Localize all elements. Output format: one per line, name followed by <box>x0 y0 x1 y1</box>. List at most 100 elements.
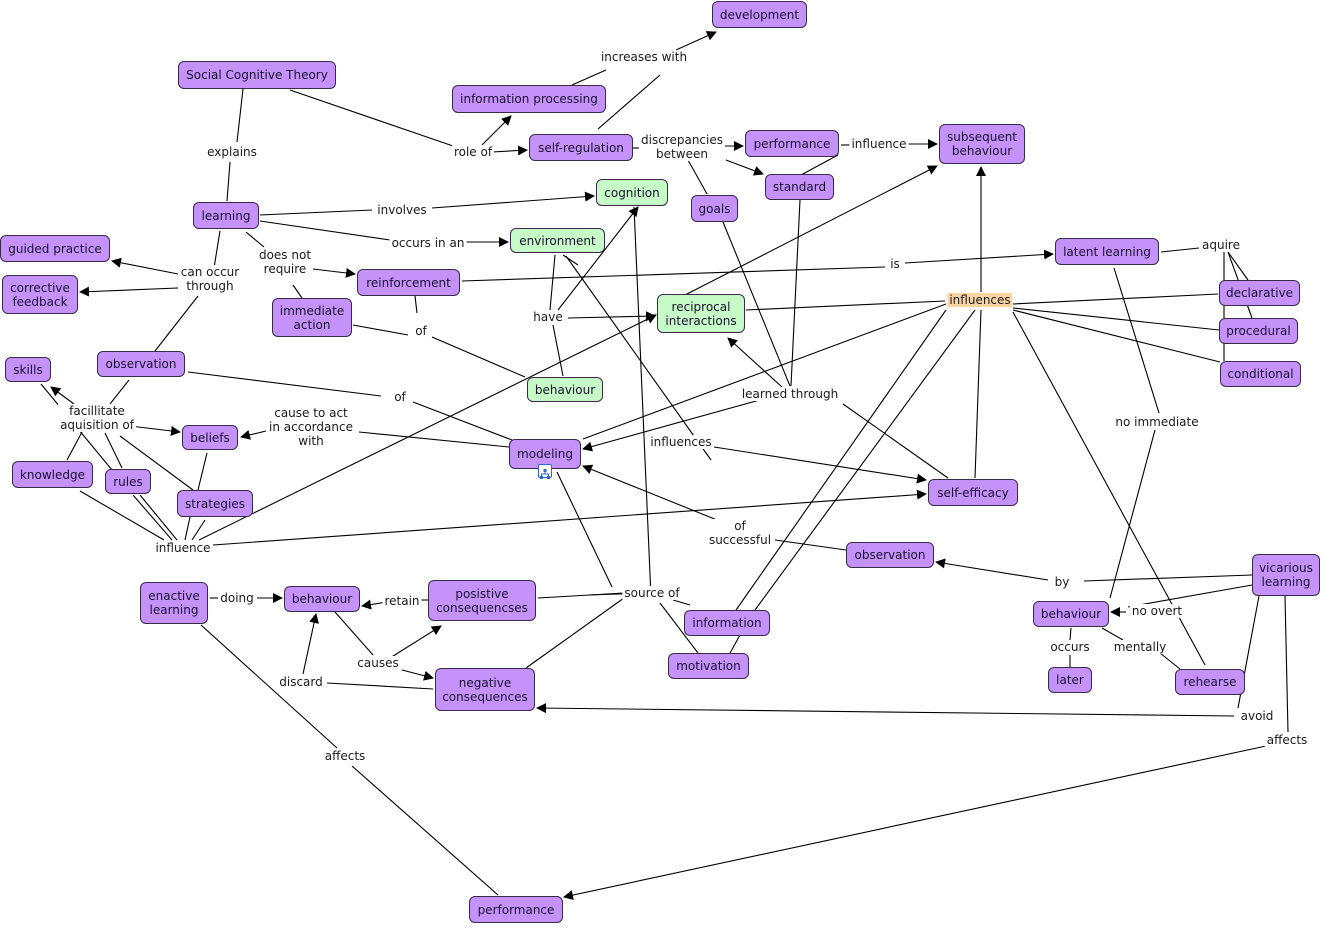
concept-beliefs[interactable]: beliefs <box>182 425 238 450</box>
link-label-discrepancies-between[interactable]: discrepancies between <box>639 133 725 161</box>
link-label-influence-top[interactable]: influence <box>849 137 909 151</box>
link-label-increases-with[interactable]: increases with <box>598 50 690 64</box>
concept-learning[interactable]: learning <box>193 202 259 229</box>
link-label-of-obs[interactable]: of <box>392 390 408 404</box>
edge-arrow <box>431 191 595 209</box>
concept-enactive-learning[interactable]: enactive learning <box>140 582 208 624</box>
edge-line <box>292 284 303 299</box>
link-label-by[interactable]: by <box>1052 575 1072 589</box>
link-label-affects-right[interactable]: affects <box>1264 733 1310 747</box>
edge-line <box>729 634 741 654</box>
concept-development[interactable]: development <box>712 1 807 28</box>
link-label-is[interactable]: is <box>888 257 902 271</box>
concept-environment[interactable]: environment <box>510 228 605 253</box>
link-label-cause-to-act[interactable]: cause to act in accordance with <box>267 406 355 448</box>
edge-arrow <box>582 464 718 521</box>
edge-arrow <box>50 386 75 405</box>
concept-self-regulation[interactable]: self-regulation <box>529 134 633 161</box>
edge-line <box>1109 429 1156 599</box>
concept-declarative[interactable]: declarative <box>1219 280 1300 306</box>
concept-strategies[interactable]: strategies <box>177 490 253 517</box>
edge-line <box>187 371 382 397</box>
concept-performance-bottom[interactable]: performance <box>469 896 563 923</box>
concept-skills[interactable]: skills <box>5 357 51 382</box>
concept-cognition[interactable]: cognition <box>596 179 668 206</box>
edge-line <box>556 471 613 588</box>
concept-later[interactable]: later <box>1048 667 1092 693</box>
edge-line <box>259 209 373 216</box>
concept-guided-practice[interactable]: guided practice <box>0 235 110 262</box>
link-label-does-not-require[interactable]: does not require <box>256 248 314 276</box>
concept-rules[interactable]: rules <box>105 469 151 494</box>
link-label-causes[interactable]: causes <box>355 656 401 670</box>
concept-subsequent-behaviour[interactable]: subsequent behaviour <box>939 124 1025 164</box>
concept-behaviour-mid[interactable]: behaviour <box>284 586 360 612</box>
concept-reinforcement[interactable]: reinforcement <box>357 269 460 296</box>
concept-self-efficacy[interactable]: self-efficacy <box>928 479 1018 506</box>
edge-line <box>974 309 982 479</box>
link-label-affects-left[interactable]: affects <box>322 749 368 763</box>
link-label-retain[interactable]: retain <box>382 594 422 608</box>
link-label-doing[interactable]: doing <box>218 591 256 605</box>
link-label-occurs[interactable]: occurs <box>1048 640 1092 654</box>
link-label-of-successful[interactable]: of successful <box>706 519 774 547</box>
concept-positive-consequences[interactable]: posistive consequencses <box>428 580 536 621</box>
concept-standard[interactable]: standard <box>765 174 834 200</box>
link-label-facilitate[interactable]: facillitate aquisition of <box>58 404 136 432</box>
link-label-no-immediate[interactable]: no immediate <box>1113 415 1201 429</box>
concept-info-processing[interactable]: information processing <box>452 85 606 113</box>
edge-line <box>1012 309 1221 363</box>
concept-conditional[interactable]: conditional <box>1220 361 1301 387</box>
link-label-avoid[interactable]: avoid <box>1238 709 1276 723</box>
edge-line <box>351 765 499 896</box>
concept-goals[interactable]: goals <box>691 195 738 222</box>
edge-arrow <box>904 249 1054 264</box>
edge-line <box>633 206 652 598</box>
concept-behaviour-green[interactable]: behaviour <box>527 377 603 402</box>
concept-negative-consequences[interactable]: negative consequences <box>435 668 535 711</box>
link-label-source-of[interactable]: source of <box>622 586 682 600</box>
edge-line <box>412 401 513 441</box>
link-label-learned-through[interactable]: learned through <box>739 387 841 401</box>
edge-line <box>197 452 208 491</box>
concept-immediate-action[interactable]: immediate action <box>272 298 352 337</box>
concept-vicarious-learning[interactable]: vicarious learning <box>1252 554 1320 596</box>
link-label-involves[interactable]: involves <box>375 203 429 217</box>
link-label-can-occur-through[interactable]: can occur through <box>178 265 242 293</box>
concept-behaviour-right[interactable]: behaviour <box>1033 601 1109 627</box>
concept-observation-right[interactable]: observation <box>846 542 934 568</box>
concept-sct[interactable]: Social Cognitive Theory <box>178 61 336 89</box>
link-label-of-reinf[interactable]: of <box>413 324 429 338</box>
concept-motivation[interactable]: motivation <box>668 653 749 679</box>
edge-line <box>537 592 625 599</box>
concept-knowledge[interactable]: knowledge <box>12 461 93 488</box>
link-label-explains[interactable]: explains <box>205 145 259 159</box>
link-label-influence-left[interactable]: influence <box>153 541 213 555</box>
submap-icon[interactable] <box>538 464 552 479</box>
link-label-have[interactable]: have <box>531 310 565 324</box>
edge-line <box>109 379 130 405</box>
link-label-discard[interactable]: discard <box>277 675 325 689</box>
concept-rehearse[interactable]: rehearse <box>1175 669 1245 695</box>
link-label-no-overt[interactable]: no overt <box>1129 604 1185 618</box>
edge-line <box>562 254 579 266</box>
link-label-influences-mid[interactable]: influences <box>648 435 714 449</box>
concept-observation-left[interactable]: observation <box>97 351 185 377</box>
edge-arrow <box>389 625 442 659</box>
edge-line <box>582 303 947 440</box>
concept-procedural[interactable]: procedural <box>1219 318 1298 344</box>
concept-information[interactable]: information <box>684 610 770 636</box>
edge-line <box>289 89 454 147</box>
concept-corrective-feedback[interactable]: corrective feedback <box>2 275 78 314</box>
concept-latent-learning[interactable]: latent learning <box>1055 238 1159 265</box>
edge-line <box>1012 307 1220 331</box>
concept-performance-top[interactable]: performance <box>745 130 839 157</box>
link-label-aquire[interactable]: aquire <box>1200 238 1242 252</box>
edge-arrow <box>129 425 181 436</box>
link-label-mentally[interactable]: mentally <box>1111 640 1169 654</box>
link-label-occurs-in-an[interactable]: occurs in an <box>389 236 467 250</box>
concept-reciprocal-interactions[interactable]: reciprocal interactions <box>657 294 745 333</box>
edge-line <box>525 597 625 669</box>
link-label-influences-hl[interactable]: influences <box>947 293 1013 307</box>
link-label-role-of[interactable]: role of <box>451 145 495 159</box>
